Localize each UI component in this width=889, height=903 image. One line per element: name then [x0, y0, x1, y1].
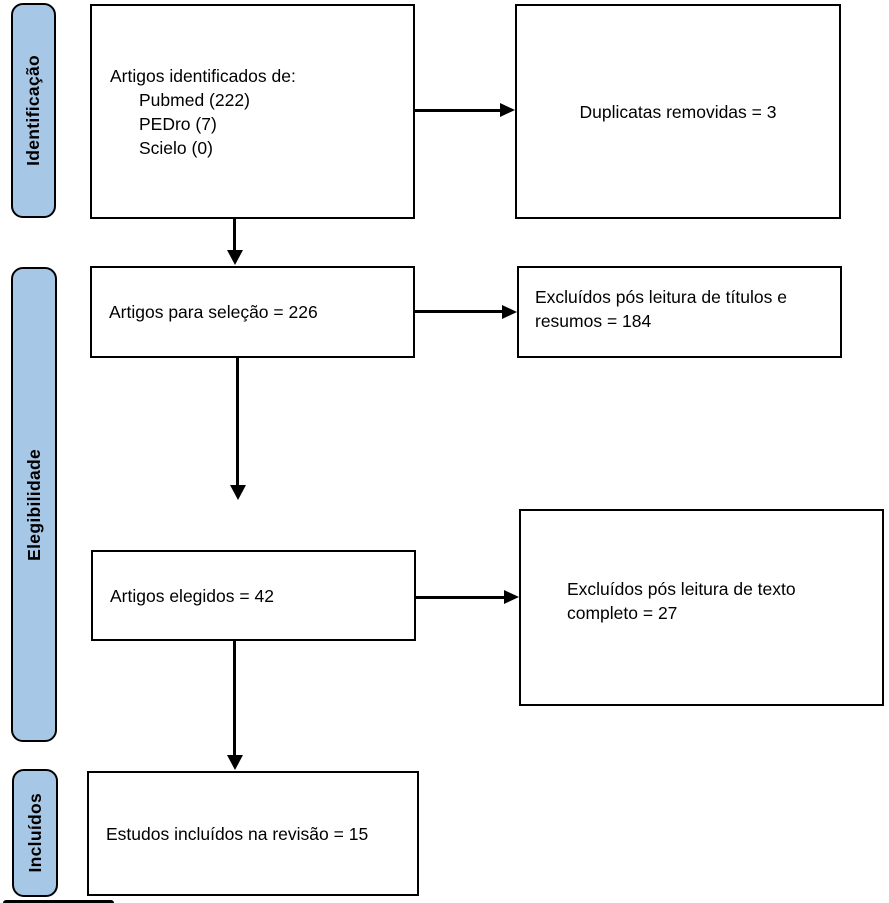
box-articles-identified: Artigos identificados de: Pubmed (222) P… — [90, 4, 415, 219]
box-articles-eligible: Artigos elegidos = 42 — [91, 550, 416, 641]
arrow-head-right-icon — [500, 103, 515, 117]
box-duplicates-removed-text: Duplicatas removidas = 3 — [579, 101, 777, 122]
box-articles-for-selection: Artigos para seleção = 226 — [90, 266, 415, 358]
stage-label-partial-cutoff — [3, 900, 114, 903]
box-studies-included: Estudos incluídos na revisão = 15 — [87, 771, 419, 896]
stage-label-eligibility: Elegibilidade — [11, 267, 57, 742]
arrow-stem — [415, 310, 502, 313]
box-excluded-full-text-text: Excluídos pós leitura de texto completo … — [567, 578, 796, 623]
box-excluded-titles-abstracts: Excluídos pós leitura de títulos e resum… — [517, 266, 842, 358]
arrow-head-down-icon — [227, 755, 243, 770]
stage-label-included-text: Incluídos — [24, 793, 45, 873]
source-scielo: Scielo (0) — [139, 137, 213, 158]
source-pedro: PEDro (7) — [139, 113, 217, 134]
box-excluded-titles-abstracts-text: Excluídos pós leitura de títulos e resum… — [535, 287, 787, 331]
box-studies-included-text: Estudos incluídos na revisão = 15 — [106, 823, 369, 844]
box-articles-for-selection-text: Artigos para seleção = 226 — [109, 302, 318, 322]
stage-label-identification: Identificação — [11, 3, 56, 218]
arrow-stem — [416, 596, 504, 599]
arrow-head-down-icon — [230, 485, 246, 500]
box-excluded-full-text: Excluídos pós leitura de texto completo … — [519, 509, 884, 706]
arrow-head-right-icon — [502, 305, 517, 319]
box-duplicates-removed: Duplicatas removidas = 3 — [515, 4, 841, 219]
arrow-head-right-icon — [504, 590, 519, 604]
source-pubmed: Pubmed (222) — [139, 89, 250, 110]
arrow-head-down-icon — [227, 250, 243, 265]
arrow-stem — [233, 219, 236, 251]
arrow-stem — [233, 641, 236, 756]
stage-label-identification-text: Identificação — [23, 55, 43, 166]
box-articles-identified-title: Artigos identificados de: — [110, 65, 296, 86]
arrow-stem — [415, 109, 501, 112]
arrow-stem — [236, 358, 239, 486]
stage-label-included: Incluídos — [12, 769, 58, 897]
stage-label-eligibility-text: Elegibilidade — [23, 448, 44, 561]
box-articles-eligible-text: Artigos elegidos = 42 — [110, 585, 274, 606]
